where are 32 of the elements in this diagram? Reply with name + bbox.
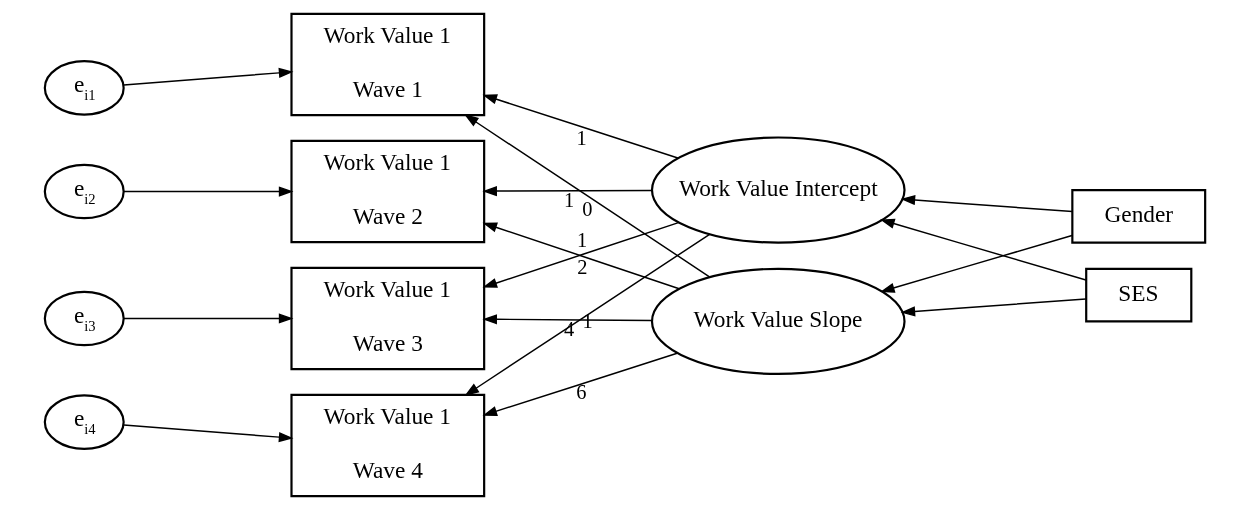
arrow — [122, 67, 293, 86]
arrow — [463, 233, 710, 396]
node-box: SES — [1084, 267, 1192, 323]
node-ellipse: e$_{i3}$ — [43, 290, 125, 347]
node-ellipse: Work Value Intercept — [650, 136, 906, 244]
arrow — [122, 424, 293, 443]
edge-label: 1 — [563, 189, 574, 212]
edge-label: 2 — [576, 256, 588, 279]
edge-label: 6 — [575, 380, 586, 403]
arrow — [900, 194, 1073, 213]
node-ellipse: e$_{i4}$ — [43, 394, 125, 450]
node-box: Work Value 1 Wave 1 — [289, 12, 485, 117]
node-box: Work Value 1 Wave 3 — [289, 266, 485, 371]
node-box: Work Value 1 Wave 2 — [289, 139, 485, 244]
node-box: Work Value 1 Wave 4 — [289, 393, 485, 498]
arrow — [900, 298, 1087, 317]
arrow — [481, 94, 679, 159]
arrow — [463, 114, 710, 278]
node-ellipse: Work Value Slope — [650, 267, 906, 376]
arrow — [879, 218, 1087, 281]
node-box: Gender — [1070, 188, 1206, 244]
arrow — [481, 352, 678, 417]
node-ellipse: e$_{i1}$ — [43, 60, 125, 116]
edge-label: 1 — [576, 229, 587, 252]
arrow — [481, 186, 653, 197]
node-ellipse: e$_{i2}$ — [43, 163, 125, 220]
edge-label: 0 — [581, 197, 593, 220]
edge-label: 1 — [576, 126, 587, 149]
arrow — [122, 186, 293, 197]
arrow — [879, 234, 1073, 293]
arrow — [122, 313, 293, 324]
arrow — [481, 314, 653, 325]
